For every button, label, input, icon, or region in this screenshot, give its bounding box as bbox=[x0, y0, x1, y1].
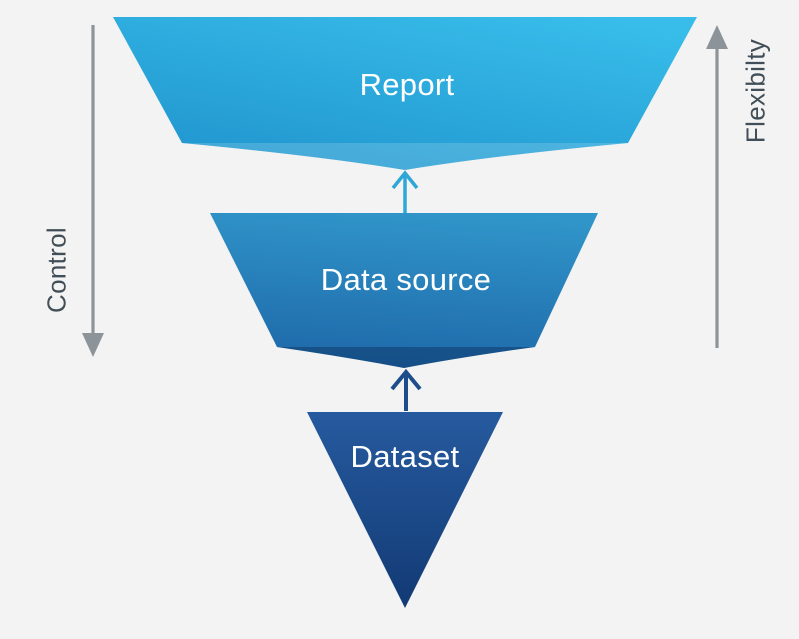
report-shape bbox=[113, 17, 697, 170]
arrow-dataset-to-data-source-icon bbox=[390, 368, 422, 411]
arrow-data-source-to-report-icon bbox=[391, 170, 419, 213]
axis-arrowhead-up bbox=[706, 25, 728, 49]
data-source-bottom-shade bbox=[277, 347, 535, 368]
report-bottom-highlight bbox=[182, 143, 628, 170]
dataset-shape bbox=[307, 412, 503, 608]
arrow-head bbox=[390, 368, 422, 391]
flexibility-axis-arrow-icon bbox=[706, 25, 728, 348]
control-axis-arrow-icon bbox=[82, 25, 104, 357]
data-source-shape bbox=[210, 213, 598, 368]
arrow-head bbox=[391, 170, 419, 190]
axis-arrowhead-down bbox=[82, 333, 104, 357]
